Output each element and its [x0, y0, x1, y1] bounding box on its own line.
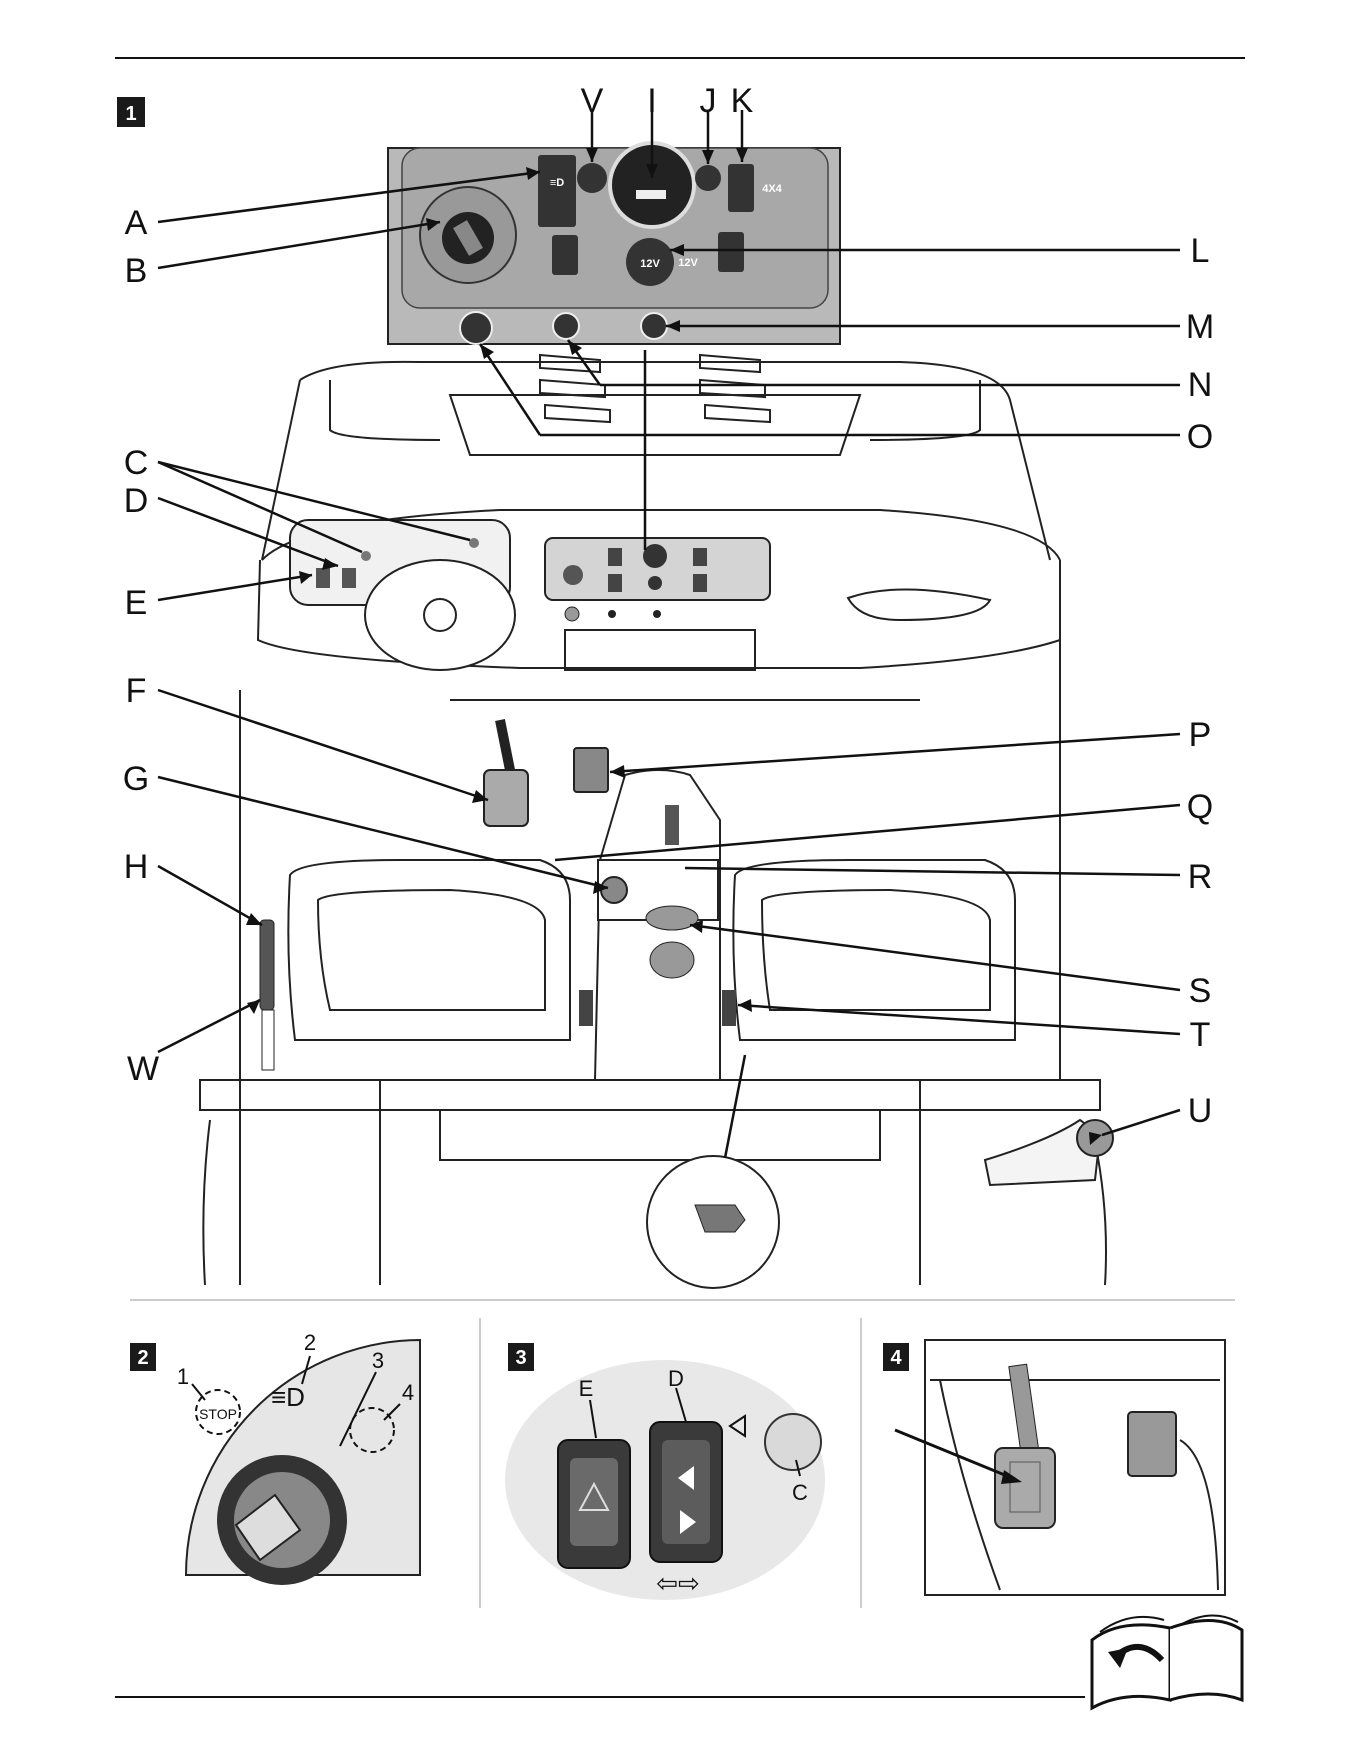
position-1: 1 [177, 1364, 189, 1389]
figure-3-number: 3 [515, 1347, 526, 1369]
turn-page-icon [1092, 1615, 1242, 1708]
callouts-right: L M N O P Q R S T U [1186, 232, 1214, 1130]
callout-l: L [1191, 232, 1210, 270]
callout-n: N [1188, 366, 1213, 404]
accelerator-pedal-enlarged [995, 1448, 1055, 1528]
gear-lever [665, 805, 679, 845]
direction-arrows-icon: ⇦⇨ [656, 1568, 700, 1598]
headlight-icon: ≡D [271, 1382, 305, 1412]
drive-mode-label: 4X4 [762, 183, 782, 195]
diff-lock-knob [601, 877, 627, 903]
callout-s: S [1189, 972, 1212, 1010]
callout-t: T [1190, 1016, 1211, 1054]
drive-mode-switch [728, 164, 754, 212]
accelerator-pedal [484, 770, 528, 826]
grab-handle [848, 589, 990, 620]
callout-q: Q [1187, 788, 1213, 826]
instrument-panel-enlarged: ≡D 12V 12V 4X4 [388, 143, 840, 344]
callout-e: E [125, 584, 148, 622]
position-3: 3 [372, 1348, 384, 1373]
callouts-top: V I J K [581, 82, 754, 120]
figure-4: 4 [883, 1340, 1225, 1595]
callout-a: A [125, 204, 148, 242]
seat-lever-right [722, 990, 736, 1026]
callout-h: H [124, 848, 149, 886]
svg-text:≡D: ≡D [550, 177, 564, 189]
callouts-left: A B C D E F G H W [123, 204, 159, 1088]
position-2: 2 [304, 1330, 316, 1355]
stop-text: STOP [199, 1406, 237, 1422]
button-v [577, 163, 607, 193]
pedals [484, 720, 608, 826]
callout-m: M [1186, 308, 1214, 346]
button-m [641, 313, 667, 339]
callout-f: F [126, 672, 147, 710]
light-switch [538, 155, 576, 227]
callout-w: W [127, 1050, 159, 1088]
callout-p: P [1189, 716, 1212, 754]
figure-4-number: 4 [890, 1347, 902, 1369]
callout-u: U [1188, 1092, 1213, 1130]
handbrake-lever [260, 920, 274, 1010]
indicator-switch-small [342, 568, 356, 588]
button-n [553, 313, 579, 339]
figure-3: 3 ⇦⇨ E D C [505, 1343, 825, 1600]
callout-k: K [731, 82, 754, 120]
socket-label: 12V [640, 258, 660, 270]
figure-1-number: 1 [125, 103, 136, 125]
callout-j: J [700, 82, 717, 120]
figure-2-number: 2 [137, 1347, 148, 1369]
callout-r: R [1188, 858, 1213, 896]
figure-1: 1 [117, 82, 1214, 1288]
center-dash-panel [545, 538, 770, 670]
indicator-lamp-small-2 [469, 538, 479, 548]
rocker-switch-left [552, 235, 578, 275]
center-console [579, 770, 736, 1080]
label-e: E [579, 1376, 594, 1401]
instrument-cluster [290, 520, 515, 670]
vents [540, 355, 770, 422]
indicator-lamp-small [361, 551, 371, 561]
control-knob-s [646, 906, 698, 930]
callout-d: D [124, 482, 149, 520]
handbrake [260, 920, 274, 1070]
button-j [695, 165, 721, 191]
socket-side-label: 12V [678, 257, 698, 269]
button-o [460, 312, 492, 344]
callout-g: G [123, 760, 149, 798]
label-d: D [668, 1366, 684, 1391]
brake-pedal [574, 748, 608, 792]
callout-c: C [124, 444, 149, 482]
hazard-switch-small [316, 568, 330, 588]
figure-2: 2 STOP ≡D 1 2 3 4 [130, 1330, 420, 1585]
position-4: 4 [402, 1380, 414, 1405]
callout-i: I [647, 82, 656, 120]
callout-o: O [1187, 418, 1213, 456]
indicator-lamp [765, 1414, 821, 1470]
callout-v: V [581, 82, 604, 120]
rocker-switch-right [718, 232, 744, 272]
label-c: C [792, 1480, 808, 1505]
brake-pedal-enlarged [1128, 1412, 1176, 1476]
pedal-detail-frame [925, 1340, 1225, 1595]
seat-lever-left [579, 990, 593, 1026]
callout-b: B [125, 252, 148, 290]
